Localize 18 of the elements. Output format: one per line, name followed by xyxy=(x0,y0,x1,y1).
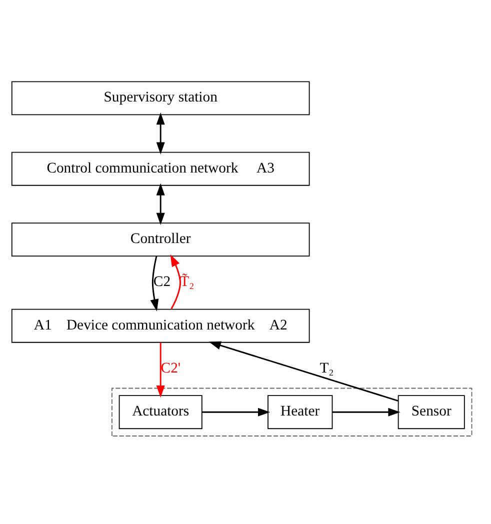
arrow xyxy=(150,256,159,311)
node-box: A1 Device communication network A2 xyxy=(11,308,310,342)
arrow xyxy=(156,342,165,398)
node-box: Controller xyxy=(11,222,310,256)
edge-label: T₂ xyxy=(320,360,334,376)
arrow xyxy=(208,340,398,401)
edge-label: C2 xyxy=(153,274,171,290)
cluster xyxy=(111,387,472,436)
arrow xyxy=(332,407,400,416)
arrow xyxy=(156,182,165,225)
arrow xyxy=(202,407,270,416)
arrow xyxy=(170,254,182,309)
node-box: Supervisory station xyxy=(11,80,310,115)
node-box: Control communication network A3 xyxy=(11,151,310,186)
node-box: Sensor xyxy=(398,394,465,429)
arrow xyxy=(156,112,165,154)
node-box: Heater xyxy=(268,394,333,429)
node-box: Actuators xyxy=(118,394,202,429)
